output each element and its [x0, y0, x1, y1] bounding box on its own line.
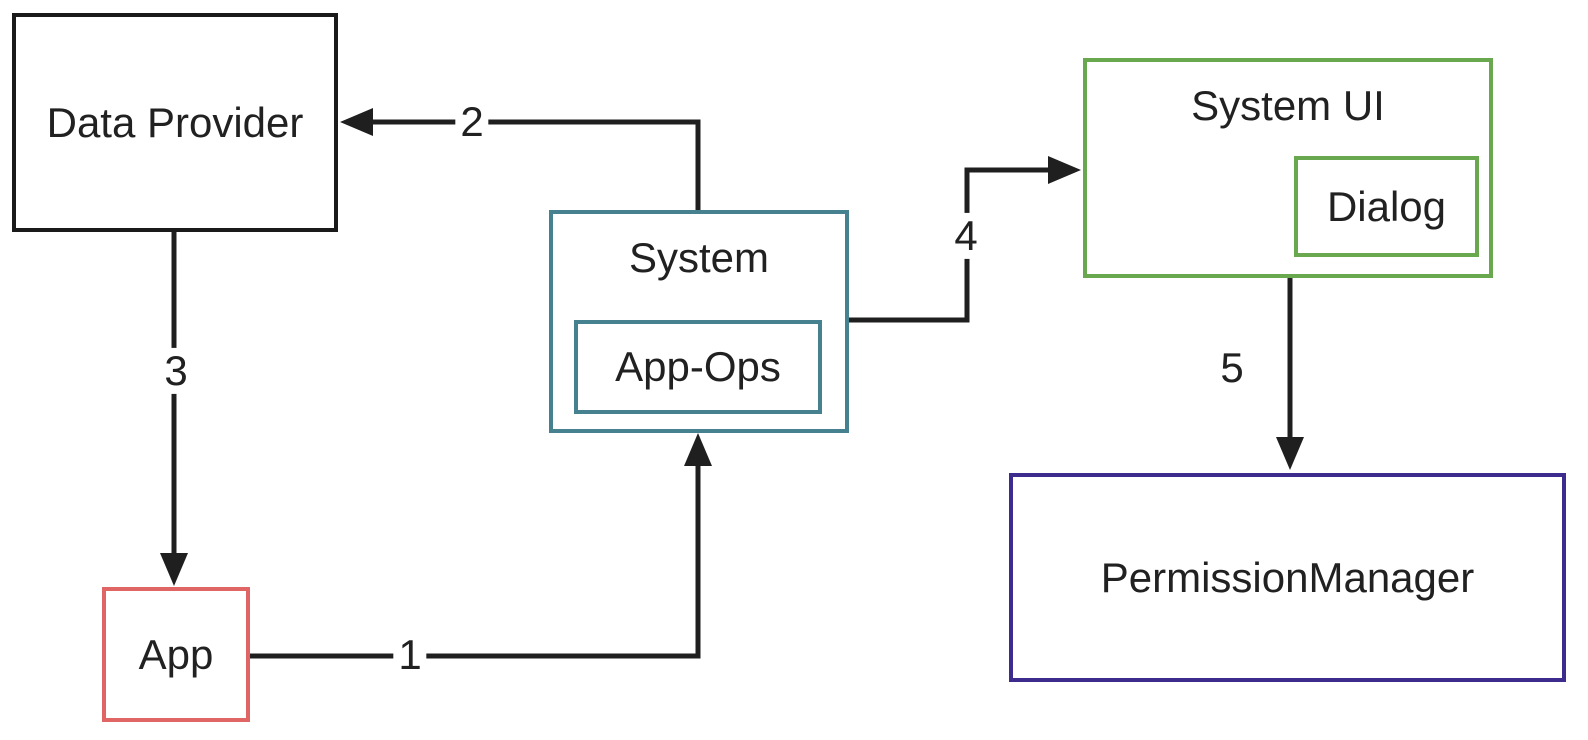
node-permission-manager: PermissionManager — [1009, 473, 1566, 682]
node-system-ui: System UI Dialog — [1083, 58, 1493, 278]
node-app-ops-label: App-Ops — [615, 343, 781, 390]
arrow-system-to-data-provider — [340, 108, 701, 210]
node-data-provider: Data Provider — [12, 13, 338, 232]
edge-label-2: 2 — [455, 98, 489, 146]
node-dialog-label: Dialog — [1326, 182, 1447, 230]
node-system-ui-label: System UI — [1191, 82, 1385, 129]
arrow-app-to-system — [250, 433, 712, 659]
node-system-label: System — [628, 234, 770, 281]
edge-label-3: 3 — [159, 347, 193, 395]
node-system: System App-Ops — [549, 210, 849, 433]
edge-label-1: 1 — [393, 631, 427, 679]
edge-label-4: 4 — [949, 212, 983, 260]
arrow-data-provider-to-app — [160, 232, 188, 586]
edge-label-5: 5 — [1215, 344, 1249, 392]
node-app-label: App — [138, 630, 214, 678]
node-app-ops: App-Ops — [574, 320, 822, 414]
arrow-system-ui-to-permission-manager — [1276, 278, 1304, 470]
node-dialog: Dialog — [1294, 156, 1479, 257]
node-app: App — [102, 587, 250, 722]
node-permission-manager-label: PermissionManager — [1100, 553, 1475, 601]
node-data-provider-label: Data Provider — [46, 98, 304, 146]
